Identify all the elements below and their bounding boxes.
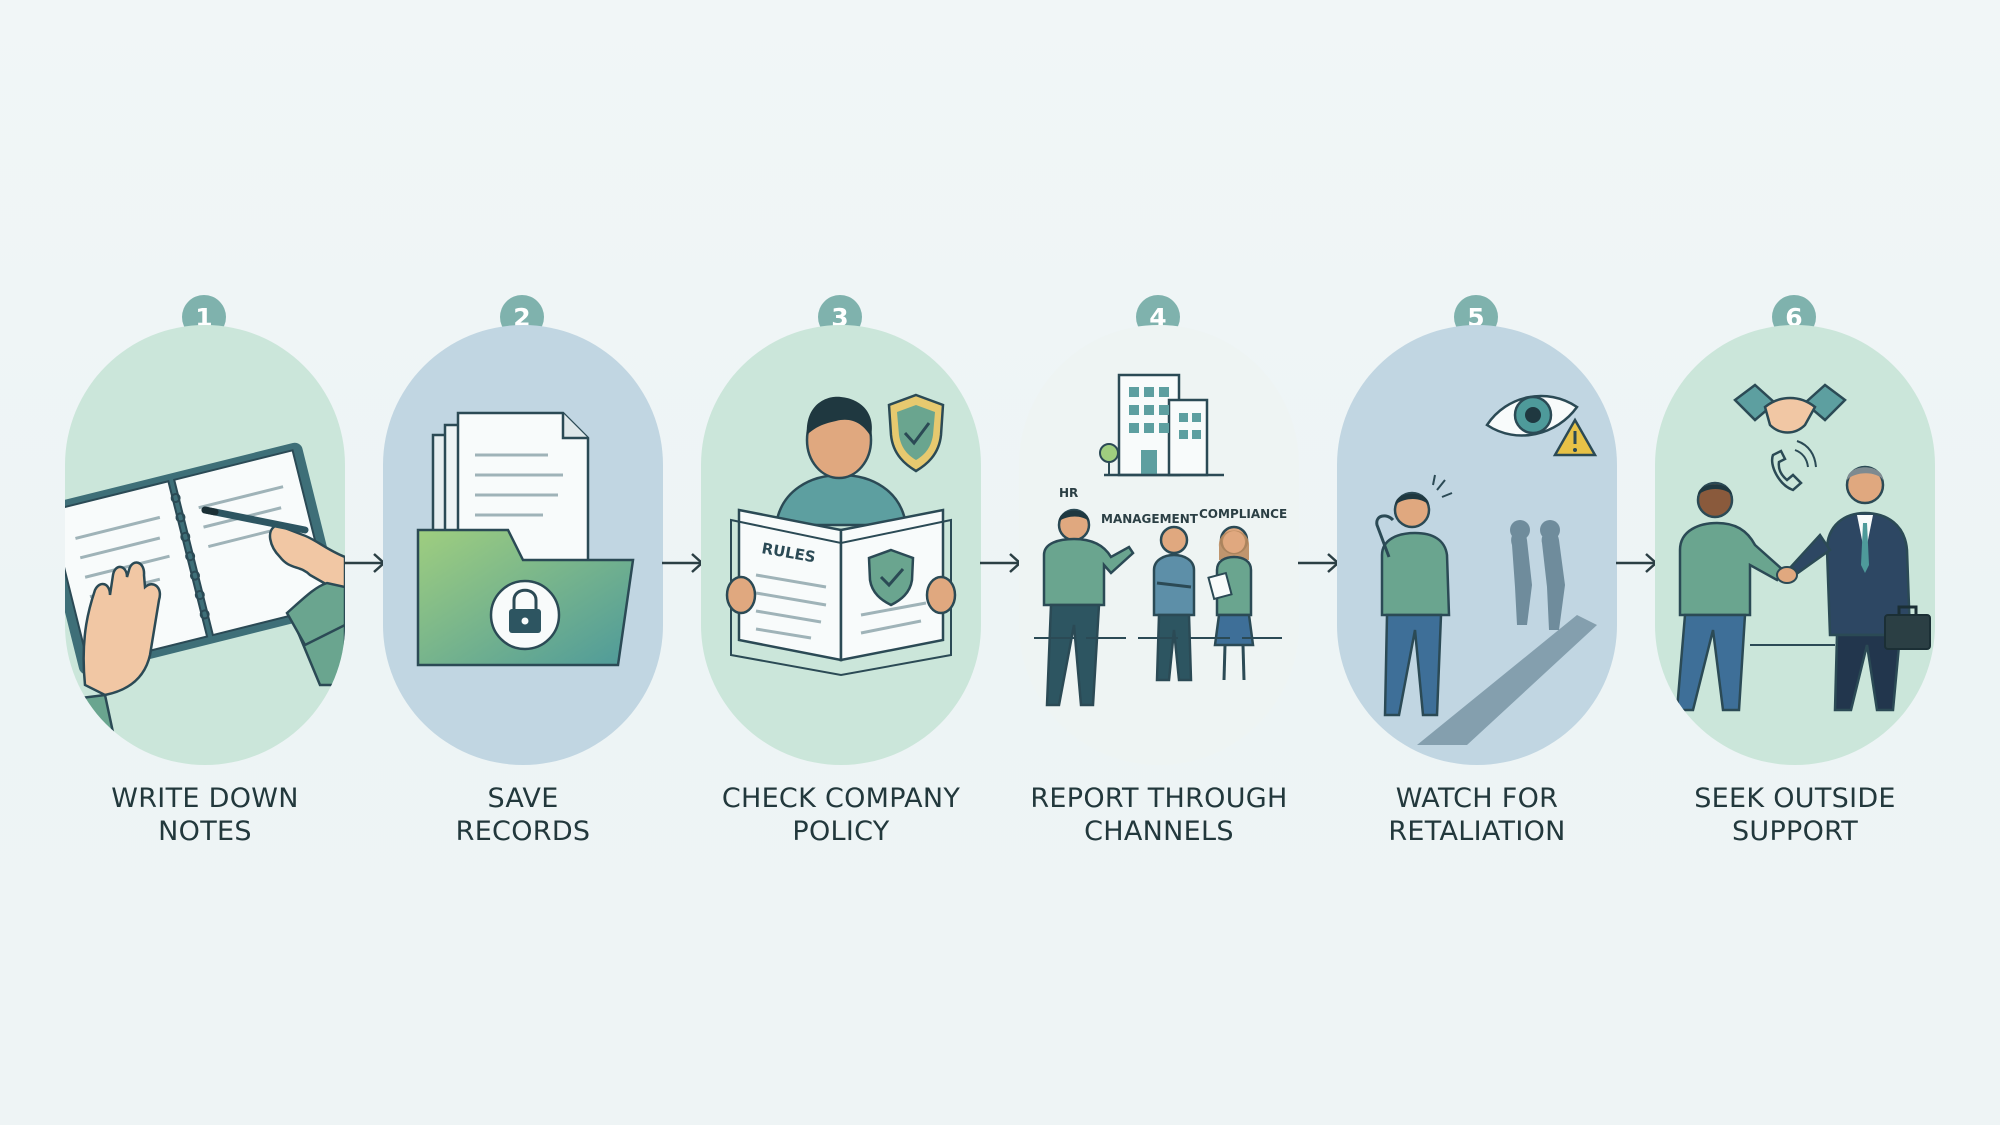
svg-text:HR: HR: [1059, 486, 1078, 500]
step-4: 4 HR MANAGEMENT C: [1009, 295, 1309, 855]
reporting-channels-icon: HR MANAGEMENT COMPLIANCE: [1034, 373, 1287, 707]
step-label: SAVE RECORDS: [455, 783, 591, 847]
step-illustration: RULES: [701, 325, 981, 765]
step-label: WATCH FOR RETALIATION: [1388, 783, 1566, 847]
step-3: 3 RULES: [691, 295, 991, 855]
handshake-support-icon: [1675, 383, 1931, 712]
rules-book-icon: RULES: [725, 393, 957, 677]
step-2: 2: [373, 295, 673, 855]
step-label: REPORT THROUGH CHANNELS: [1030, 783, 1288, 847]
step-illustration: [65, 325, 345, 765]
svg-text:COMPLIANCE: COMPLIANCE: [1199, 507, 1287, 521]
step-6: 6: [1645, 295, 1945, 855]
step-5: 5: [1327, 295, 1627, 855]
step-label: CHECK COMPANY POLICY: [721, 783, 961, 847]
step-illustration: HR MANAGEMENT COMPLIANCE: [1019, 325, 1299, 765]
svg-text:MANAGEMENT: MANAGEMENT: [1101, 512, 1199, 526]
step-label: WRITE DOWN NOTES: [111, 783, 299, 847]
step-illustration: [1337, 325, 1617, 765]
step-label: SEEK OUTSIDE SUPPORT: [1694, 783, 1896, 847]
step-illustration: [383, 325, 663, 765]
locked-folder-icon: [416, 411, 635, 667]
step-illustration: [1655, 325, 1935, 765]
notebook-writing-icon: [65, 442, 345, 765]
step-1: 1: [55, 295, 355, 855]
watchful-eye-icon: [1375, 394, 1598, 745]
